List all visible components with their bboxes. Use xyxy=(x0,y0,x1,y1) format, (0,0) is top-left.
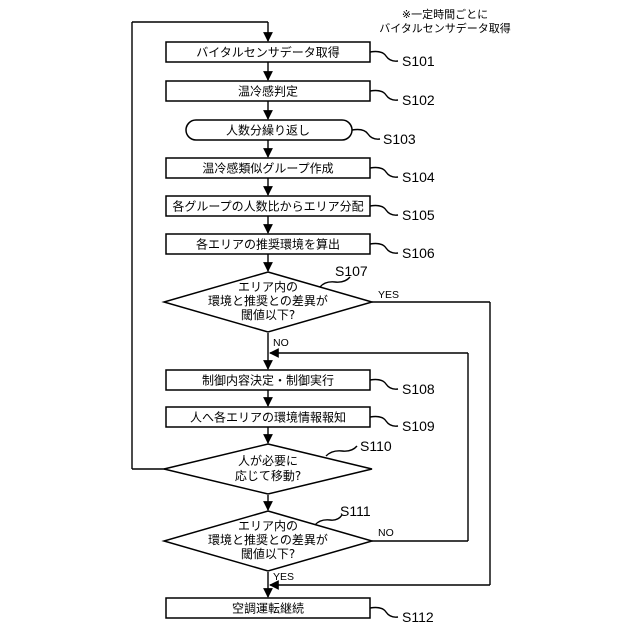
step-s101-leader xyxy=(370,52,398,62)
step-s104: 温冷感類似グループ作成 S104 xyxy=(166,158,435,185)
step-s108: 制御内容決定・制御実行 S108 xyxy=(166,370,435,397)
step-s112: 空調運転継続 S112 xyxy=(166,598,434,625)
decision-s111-line3: 閾値以下? xyxy=(241,546,295,561)
decision-s107-line2: 環境と推奨との差異が xyxy=(208,293,328,308)
step-s105-text: 各グループの人数比からエリア分配 xyxy=(172,199,363,214)
step-s108-text: 制御内容決定・制御実行 xyxy=(202,373,334,388)
step-s106-text: 各エリアの推奨環境を算出 xyxy=(196,237,340,252)
decision-s107-line1: エリア内の xyxy=(238,280,298,294)
decision-s107-yes: YES xyxy=(378,289,399,301)
decision-s110-line2: 応じて移動? xyxy=(235,469,301,483)
step-s106: 各エリアの推奨環境を算出 S106 xyxy=(166,234,435,261)
step-s102-text: 温冷感判定 xyxy=(238,84,298,99)
decision-s107: エリア内の 環境と推奨との差異が 閾値以下? S107 YES NO xyxy=(164,263,399,349)
step-s105-leader xyxy=(370,206,398,216)
step-s104-text: 温冷感類似グループ作成 xyxy=(202,161,333,176)
step-s101-label: S101 xyxy=(402,53,435,69)
step-s106-label: S106 xyxy=(402,245,435,261)
step-s103: 人数分繰り返し S103 xyxy=(186,120,416,147)
step-s112-text: 空調運転継続 xyxy=(232,601,304,616)
step-s108-leader xyxy=(370,380,398,390)
step-s112-label: S112 xyxy=(402,609,434,625)
decision-s111-label: S111 xyxy=(340,503,371,519)
decision-s111-line2: 環境と推奨との差異が xyxy=(208,532,328,547)
step-s103-text: 人数分繰り返し xyxy=(226,123,310,138)
step-s109-text: 人へ各エリアの環境情報報知 xyxy=(190,410,346,425)
decision-s111-no: NO xyxy=(378,527,394,539)
step-s102-leader xyxy=(370,91,398,101)
decision-s107-no: NO xyxy=(273,337,289,349)
step-s103-label: S103 xyxy=(383,131,416,147)
step-s109-leader xyxy=(370,417,398,427)
step-s102: 温冷感判定 S102 xyxy=(166,81,435,108)
step-s112-leader xyxy=(370,608,398,618)
decision-s107-line3: 閾値以下? xyxy=(241,307,295,322)
step-s105: 各グループの人数比からエリア分配 S105 xyxy=(166,196,435,223)
step-s102-label: S102 xyxy=(402,92,435,108)
step-s109: 人へ各エリアの環境情報報知 S109 xyxy=(166,407,435,434)
step-s104-leader xyxy=(370,168,398,178)
step-s108-label: S108 xyxy=(402,381,435,397)
decision-s111-line1: エリア内の xyxy=(238,519,298,533)
step-s105-label: S105 xyxy=(402,207,435,223)
step-s106-leader xyxy=(370,244,398,254)
step-s101: バイタルセンサデータ取得 S101 xyxy=(166,42,435,69)
decision-s110-leader xyxy=(326,446,357,456)
decision-s110: 人が必要に 応じて移動? S110 xyxy=(164,438,392,494)
decision-s107-label: S107 xyxy=(335,263,368,279)
note-line-1: ※一定時間ごとに xyxy=(402,7,488,21)
step-s101-text: バイタルセンサデータ取得 xyxy=(196,45,340,60)
decision-s111-leader xyxy=(315,515,342,525)
step-s104-label: S104 xyxy=(402,169,435,185)
step-s103-leader xyxy=(352,130,380,140)
decision-s110-line1: 人が必要に xyxy=(238,453,298,468)
decision-s111: エリア内の 環境と推奨との差異が 閾値以下? S111 NO YES xyxy=(164,503,394,583)
decision-s110-label: S110 xyxy=(360,438,392,454)
note-line-2: バイタルセンサデータ取得 xyxy=(379,21,511,35)
step-s109-label: S109 xyxy=(402,418,435,434)
decision-s111-yes: YES xyxy=(273,571,294,583)
